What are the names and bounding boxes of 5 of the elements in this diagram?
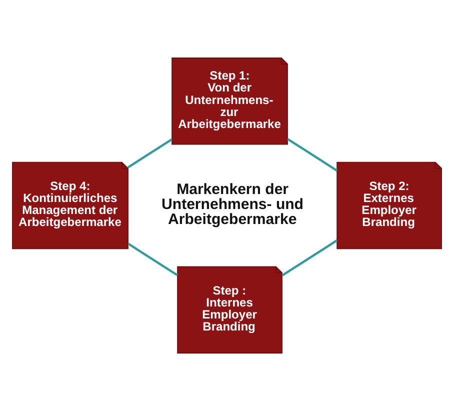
connector	[287, 138, 338, 172]
connector	[128, 242, 178, 276]
label: Markenkern der Unternehmens- und Arbeitgebermarke	[162, 180, 304, 228]
connector	[127, 138, 172, 168]
connector	[282, 239, 338, 276]
